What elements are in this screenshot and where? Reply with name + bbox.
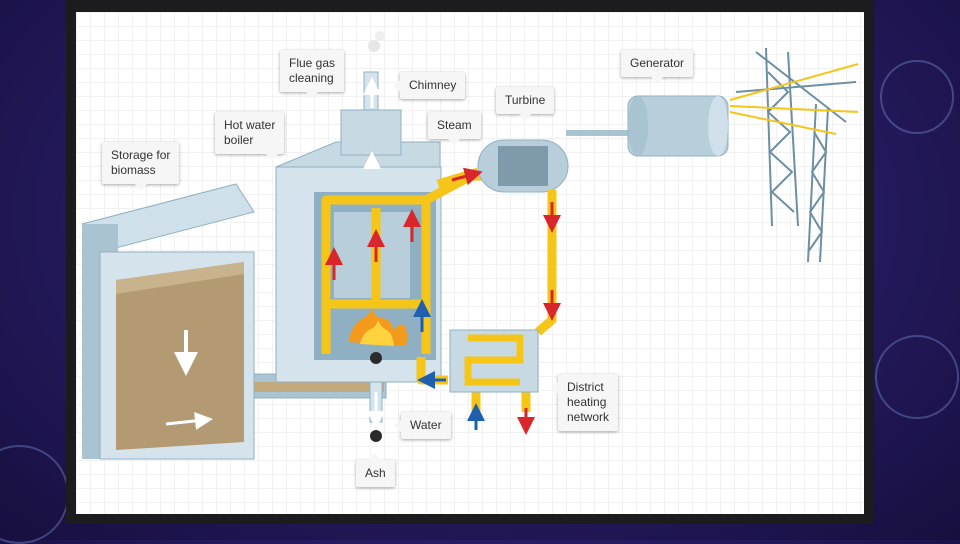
biomass-plant-diagram: Storage for biomass Hot water boiler Flu… xyxy=(76,12,864,514)
diagram-illustration xyxy=(81,31,859,460)
generator xyxy=(627,95,729,157)
label-storage-for-biomass: Storage for biomass xyxy=(102,142,180,191)
label-turbine: Turbine xyxy=(496,87,555,121)
background-circle-right-lower xyxy=(875,335,959,419)
hot-water-boiler xyxy=(275,141,486,383)
power-lines xyxy=(729,63,859,135)
flame-icon xyxy=(348,308,408,364)
background-circle-right xyxy=(880,60,954,134)
biomass-storage xyxy=(81,183,255,460)
label-water: Water xyxy=(394,412,451,439)
heat-exchanger xyxy=(449,329,539,393)
transmission-tower xyxy=(735,47,857,263)
label-steam: Steam xyxy=(428,112,481,146)
turbine xyxy=(477,130,636,193)
label-hot-water-boiler: Hot water boiler xyxy=(215,112,285,161)
label-generator: Generator xyxy=(621,50,694,84)
label-ash: Ash xyxy=(356,453,395,487)
label-chimney: Chimney xyxy=(392,72,466,99)
ash-output xyxy=(367,381,385,442)
label-flue-gas-cleaning: Flue gas cleaning xyxy=(280,50,345,99)
flue-gas-cleaning-unit xyxy=(340,31,402,169)
background-circle-left xyxy=(0,445,69,544)
label-district-heating-network: District heating network xyxy=(550,374,619,431)
